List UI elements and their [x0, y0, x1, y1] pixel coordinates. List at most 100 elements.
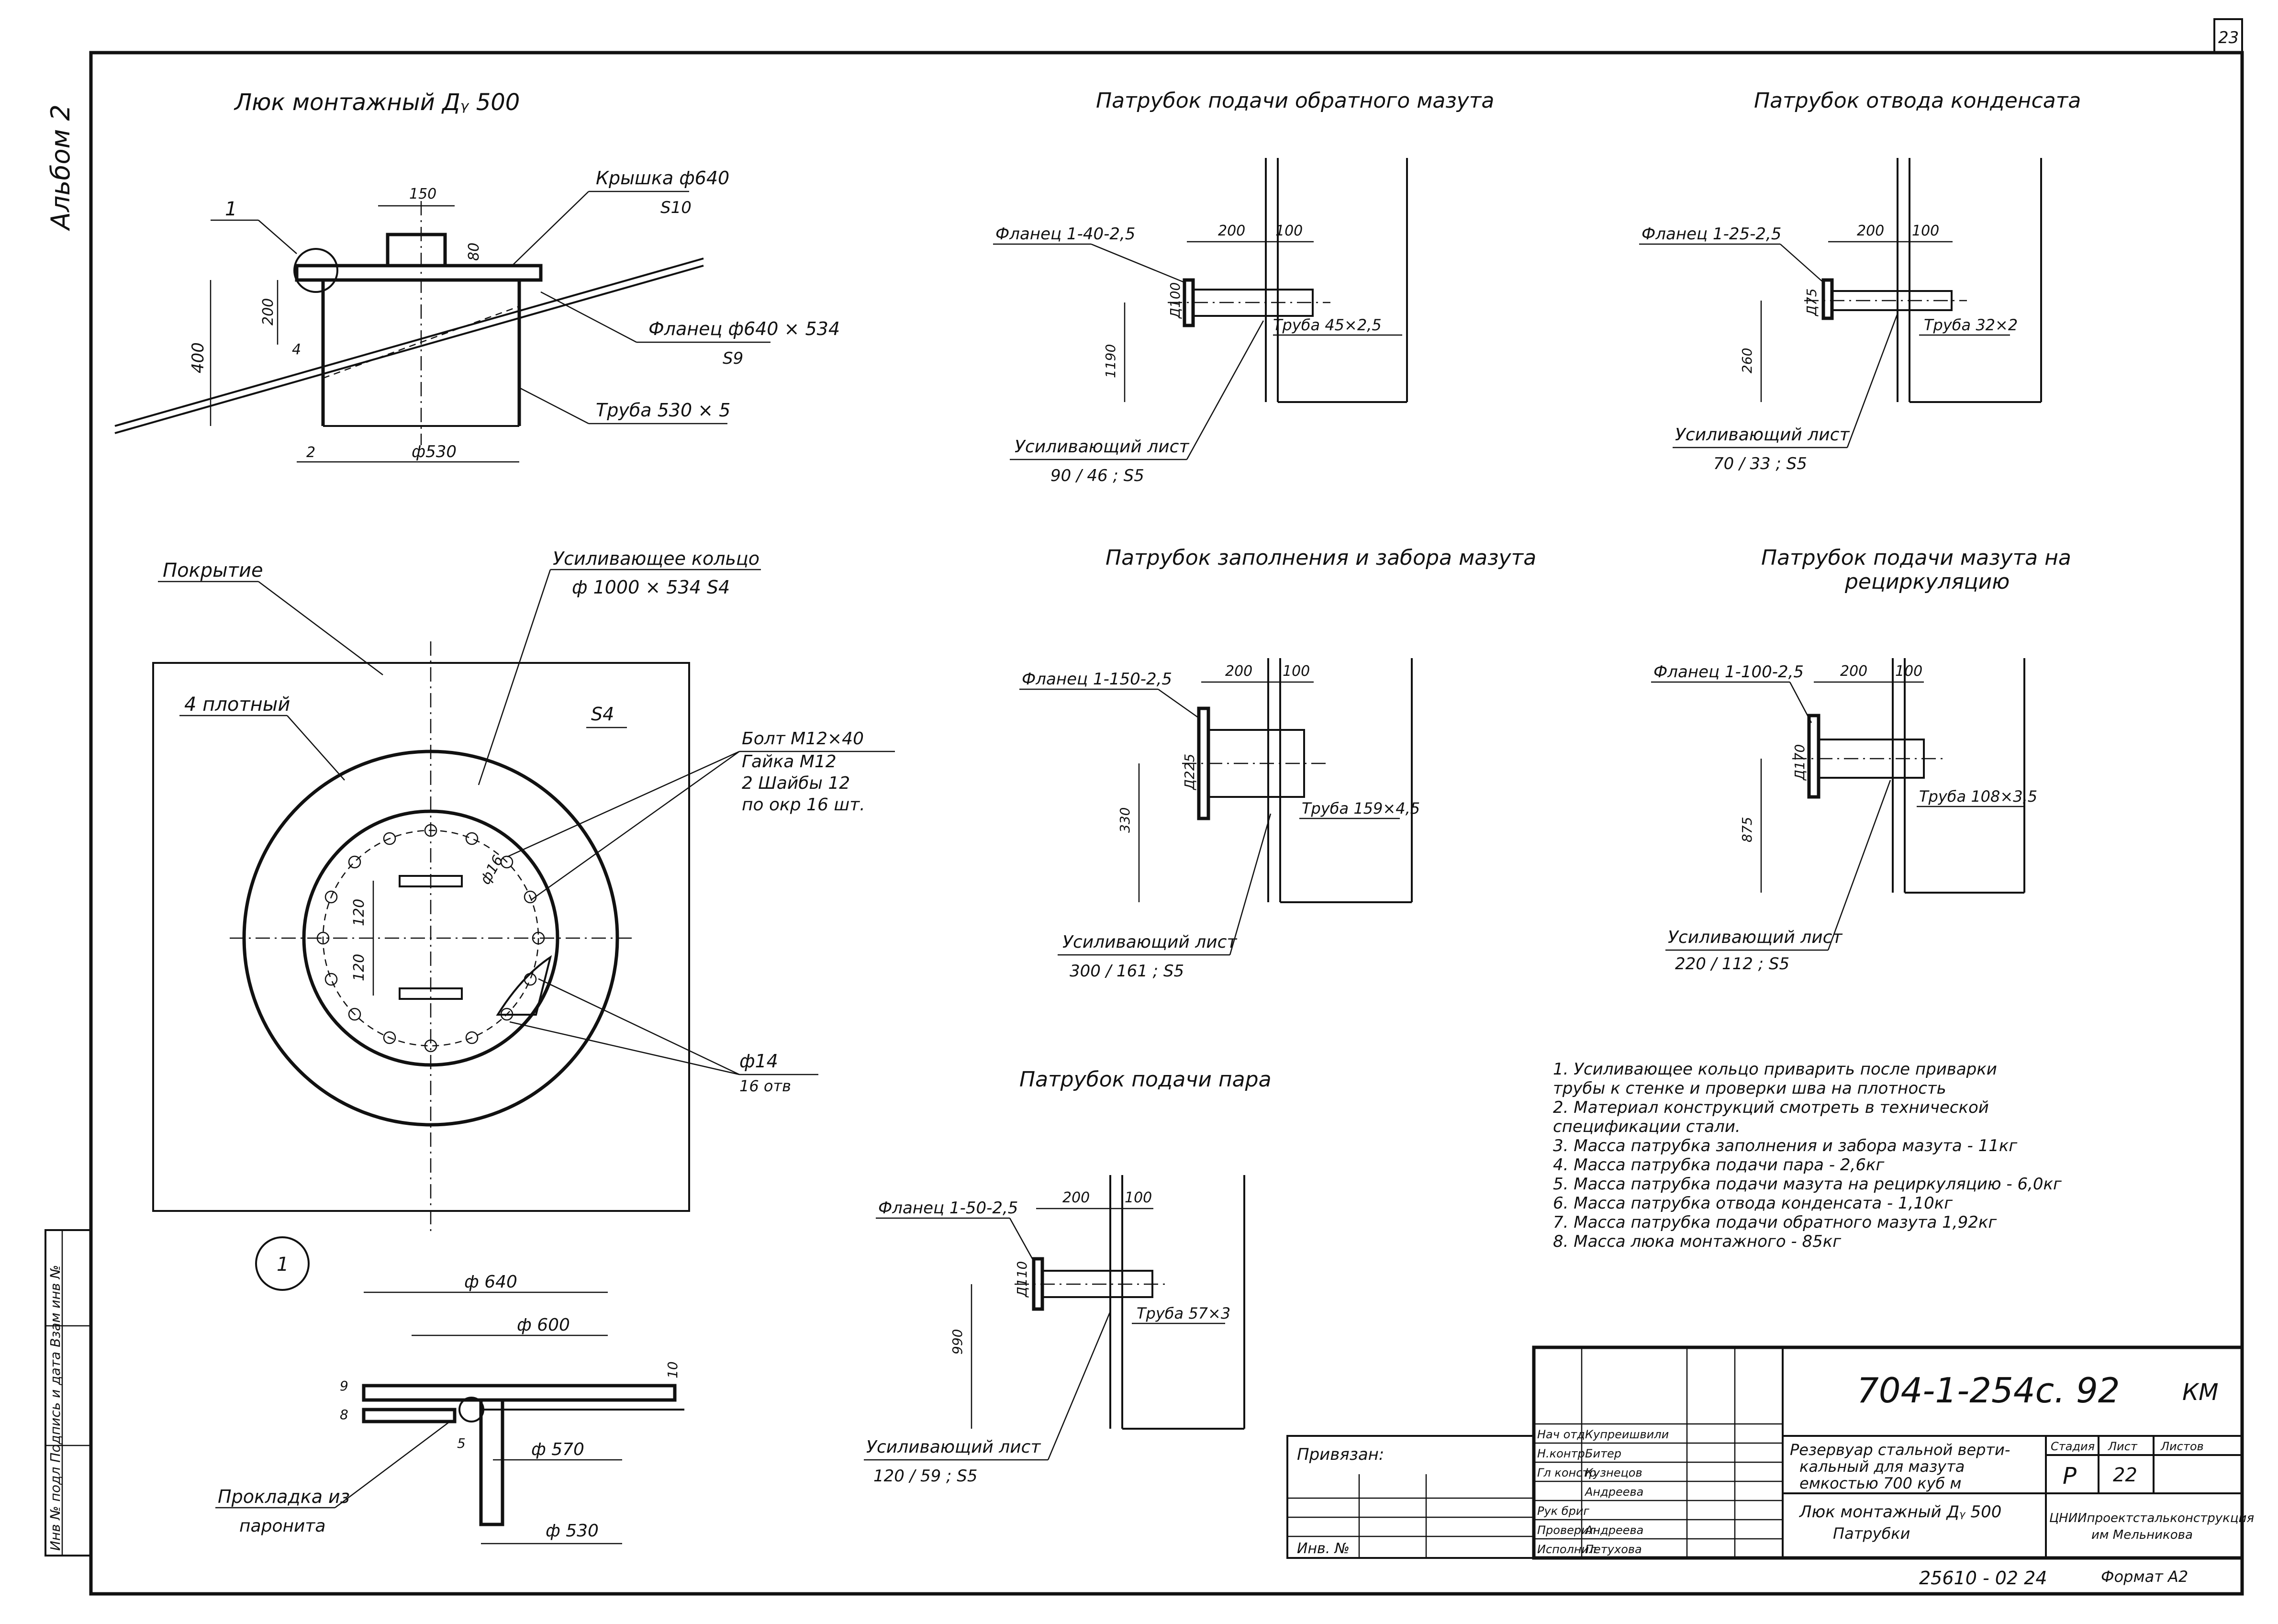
pipe-label: Труба 530 × 5: [596, 400, 730, 421]
note-6: 4. Масса патрубка подачи пара - 2,6кг: [1553, 1155, 1885, 1175]
detail-callout: 1: [277, 1254, 289, 1276]
bolt-line-4: по окр 16 шт.: [742, 795, 865, 815]
nozzle-5-plate-spec: 120 / 59 ; S5: [873, 1467, 978, 1486]
nozzle-5-title: Патрубок подачи пара: [1019, 1067, 1272, 1092]
nozzle-1-plate: Усиливающий лист: [1015, 437, 1189, 457]
bolt-line-3: 2 Шайбы 12: [742, 773, 850, 793]
nozzle-2-flange: Фланец 1-25-2,5: [1642, 224, 1781, 244]
dim-80: 80: [466, 243, 482, 261]
role-7: Исполнил: [1537, 1543, 1597, 1556]
nozzle-4-title: Патрубок подачи мазута на: [1761, 546, 2071, 570]
nozzle-4-d100: 100: [1895, 663, 1922, 680]
format-label: Формат А2: [2101, 1568, 2188, 1586]
stage-header: Стадия: [2051, 1440, 2095, 1453]
sheets-header: Листов: [2160, 1440, 2204, 1453]
nozzle-1-flange: Фланец 1-40-2,5: [995, 224, 1135, 244]
dim-9: 9: [340, 1378, 348, 1394]
nozzle-3: Патрубок заполнения и забора мазута 200 …: [1019, 546, 1536, 981]
nozzle-2: Патрубок отвода конденсата 200 100 Д75 2…: [1639, 89, 2081, 473]
seal-label: 4 плотный: [184, 694, 290, 716]
nozzle-1-d200: 200: [1218, 223, 1245, 239]
nozzle-4-d200: 200: [1840, 663, 1867, 680]
nozzle-2-d100: 100: [1912, 223, 1939, 239]
nozzle-1-plate-spec: 90 / 46 ; S5: [1050, 466, 1144, 485]
note-3: 2. Материал конструкций смотреть в техни…: [1553, 1098, 1989, 1117]
title-block: Привязан: Инв. № Нач отд Н.контр Гл конс…: [1286, 1345, 2254, 1589]
sheet-frame: [89, 51, 2244, 1596]
sheet-title-2: Патрубки: [1833, 1524, 1910, 1543]
nozzle-5-plate: Усиливающий лист: [866, 1437, 1041, 1457]
nozzle-1-pipe: Труба 45×2,5: [1273, 316, 1382, 334]
dim-400: 400: [189, 342, 208, 373]
nozzle-1: Патрубок подачи обратного мазута 200 100…: [993, 89, 1494, 485]
nozzle-1-h: 1190: [1103, 344, 1118, 378]
note-5: 3. Масса патрубка заполнения и забора ма…: [1553, 1136, 2018, 1155]
gasket-material: паронита: [239, 1516, 325, 1536]
hole-count: 16 отв: [739, 1077, 791, 1095]
nozzle-3-plate: Усиливающий лист: [1062, 932, 1237, 952]
role-1: Нач отд: [1537, 1428, 1585, 1441]
nozzle-5-dn: Д110: [1014, 1261, 1030, 1298]
page-number-box: [2213, 18, 2243, 54]
side-stamp: [45, 1229, 92, 1557]
nozzle-2-plate: Усиливающий лист: [1675, 425, 1850, 445]
org-line-1: ЦНИИпроектстальконструкция: [2049, 1511, 2254, 1525]
nozzle-5-d200: 200: [1062, 1189, 1090, 1206]
name-2: Битер: [1585, 1447, 1621, 1460]
nozzle-5-pipe: Труба 57×3: [1137, 1304, 1230, 1322]
nozzle-1-d100: 100: [1275, 223, 1303, 239]
note-9: 7. Масса патрубка подачи обратного мазут…: [1553, 1213, 1997, 1232]
dim-530: ф530: [412, 442, 457, 461]
hatch-title: Люк монтажный Дᵧ 500: [234, 89, 520, 116]
nozzle-2-title: Патрубок отвода конденсата: [1754, 89, 2081, 113]
gasket-label: Прокладка из: [218, 1486, 350, 1507]
nozzle-2-dn: Д75: [1804, 288, 1820, 317]
dim-2: 2: [306, 444, 315, 461]
note-1: 1. Усиливающее кольцо приварить после пр…: [1553, 1060, 1997, 1079]
dim-4: 4: [292, 341, 301, 358]
dim-10: 10: [665, 1361, 681, 1378]
nozzle-2-h: 260: [1739, 348, 1755, 373]
page-number: 23: [2218, 28, 2239, 47]
detail-1: 1 ф 640 ф 600 ф 570 ф 530 9 8 10 5 Прокл…: [215, 1236, 684, 1545]
s4-label: S4: [591, 704, 614, 725]
bottom-code: 25610 - 02 24: [1919, 1568, 2047, 1589]
nozzle-3-flange: Фланец 1-150-2,5: [1022, 670, 1172, 689]
dim-200: 200: [260, 298, 277, 325]
ring-spec: ф 1000 × 534 S4: [572, 577, 730, 598]
dim-120a: 120: [351, 899, 368, 926]
nozzle-4-h: 875: [1739, 817, 1755, 842]
role-3: Гл констр: [1537, 1466, 1597, 1479]
dim-600: ф 600: [517, 1315, 570, 1335]
dim-570: ф 570: [531, 1440, 584, 1459]
nozzle-4-pipe: Труба 108×3,5: [1919, 787, 2037, 806]
nozzle-5: Патрубок подачи пара 200 100 Д110 990 Фл…: [864, 1067, 1272, 1486]
nozzle-2-plate-spec: 70 / 33 ; S5: [1713, 454, 1807, 473]
bolt-line-2: Гайка М12: [742, 752, 837, 772]
stage-value: Р: [2063, 1463, 2077, 1490]
album-label: Альбом 2: [45, 104, 76, 231]
flange-label: Фланец ф640 × 534: [648, 318, 840, 339]
name-1: Купреишвили: [1585, 1428, 1669, 1441]
nozzle-3-plate-spec: 300 / 161 ; S5: [1070, 962, 1184, 981]
name-6: Андреева: [1584, 1523, 1643, 1537]
role-5: Рук бриг: [1537, 1504, 1589, 1518]
role-6: Проверил: [1537, 1523, 1596, 1537]
hatch-callout: 1: [225, 198, 237, 220]
sheet-title-1: Люк монтажный Дᵧ 500: [1798, 1502, 2001, 1522]
dim-5: 5: [457, 1435, 466, 1451]
attach-label: Привязан:: [1297, 1445, 1384, 1464]
name-4: Андреева: [1584, 1485, 1643, 1499]
hole-label: ф14: [739, 1051, 778, 1072]
nozzle-3-title: Патрубок заполнения и забора мазута: [1106, 546, 1536, 570]
hatch-plan: Покрытие 4 плотный Усиливающее кольцо ф …: [152, 548, 895, 1235]
notes: 1. Усиливающее кольцо приварить после пр…: [1553, 1060, 2062, 1251]
dim-530b: ф 530: [546, 1521, 599, 1541]
nozzle-4-plate: Усиливающий лист: [1668, 928, 1842, 947]
note-4: спецификации стали.: [1553, 1117, 1741, 1136]
project-line-3: емкостью 700 куб м: [1799, 1474, 1962, 1492]
flange-thk: S9: [723, 349, 743, 368]
nozzle-4: Патрубок подачи мазута на рециркуляцию 2…: [1651, 546, 2071, 974]
nozzle-5-h: 990: [949, 1329, 965, 1355]
nozzle-2-pipe: Труба 32×2: [1924, 316, 2018, 334]
